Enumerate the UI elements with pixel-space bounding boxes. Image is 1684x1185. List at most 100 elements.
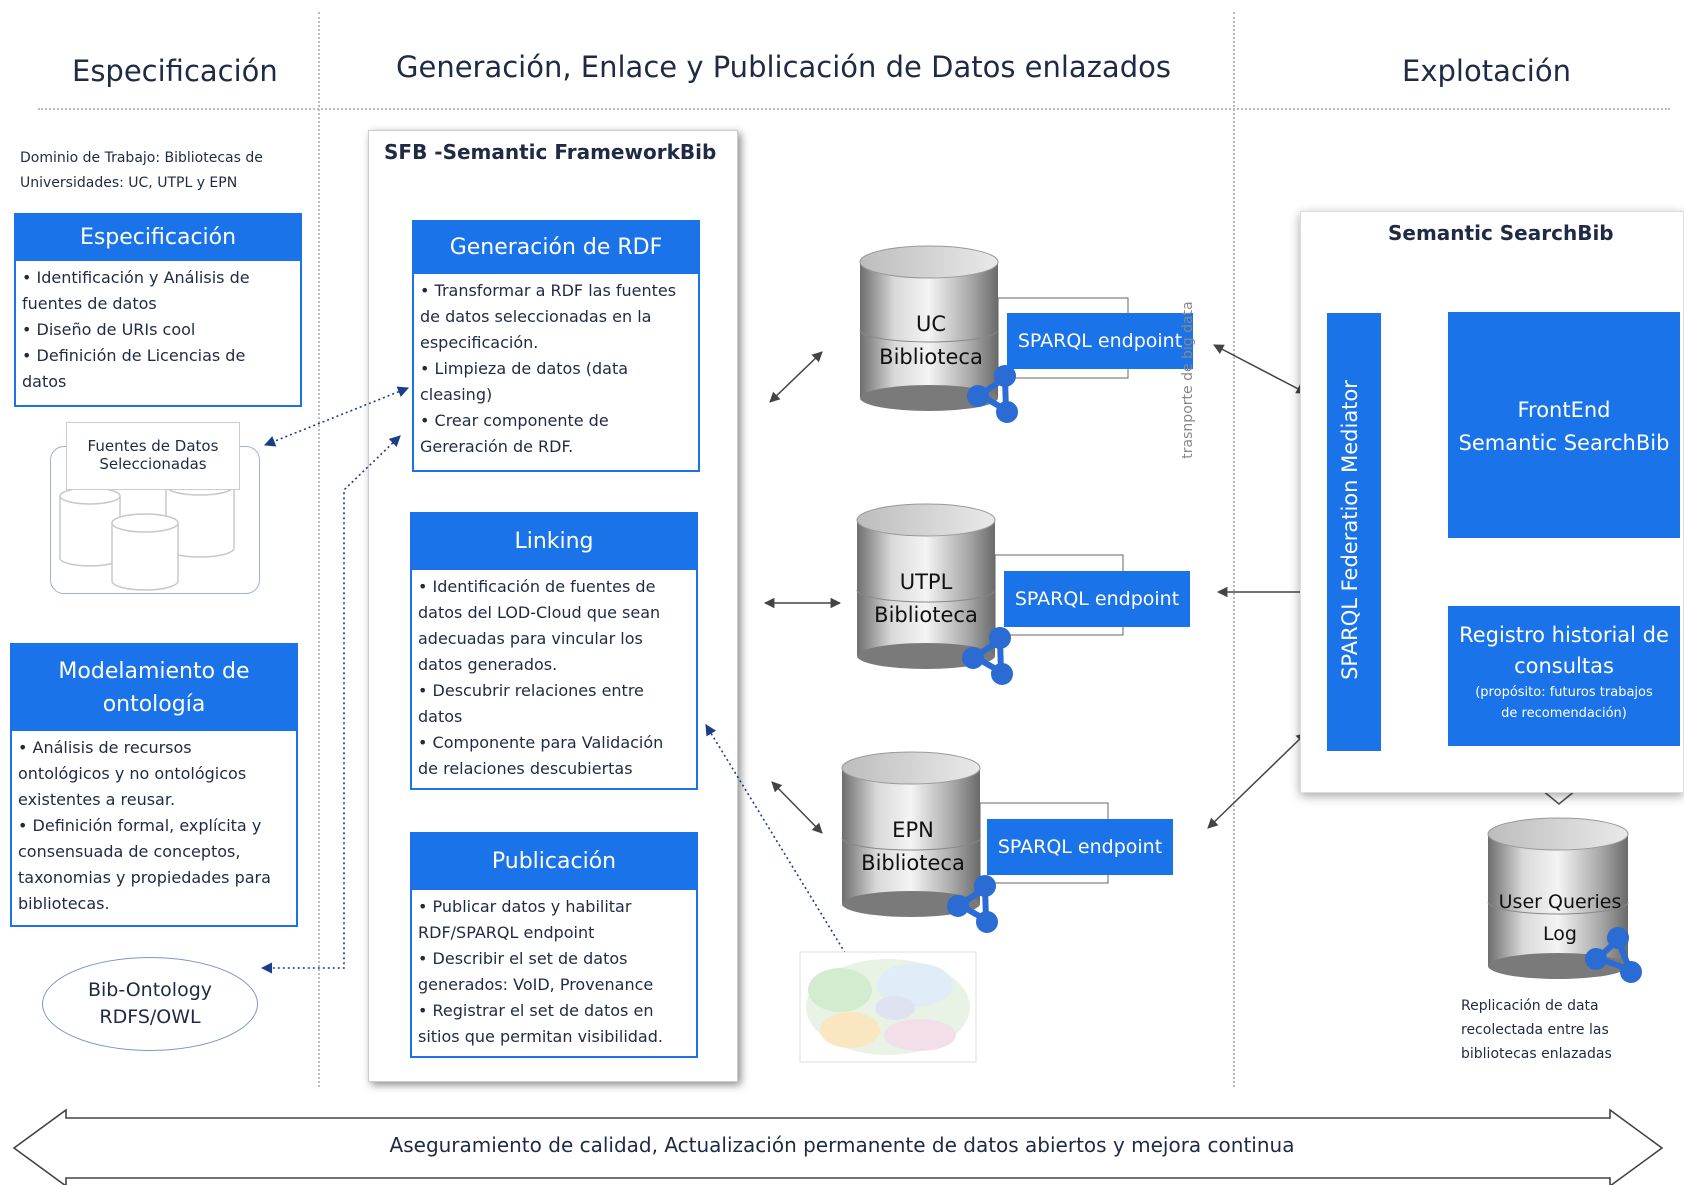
dominio-line1: Dominio de Trabajo: Bibliotecas de xyxy=(20,150,263,166)
lod-cloud-image xyxy=(799,951,977,1063)
list-item: • Componente para Validación xyxy=(418,733,664,752)
list-item: generados: VoID, Provenance xyxy=(418,975,654,994)
list-item: • Definición formal, explícita y xyxy=(18,816,262,835)
list-item: consensuada de conceptos, xyxy=(18,842,241,861)
fuentes-label: Fuentes de Datos Seleccionadas xyxy=(66,422,240,490)
registro-line1: Registro historial de xyxy=(1459,623,1669,647)
rdf-box-title: Generación de RDF xyxy=(414,222,698,274)
utpl-line2: Biblioteca xyxy=(874,603,978,627)
ssb-title: Semantic SearchBib xyxy=(1388,221,1614,245)
log-label: User Queries Log xyxy=(1490,886,1630,950)
modelamiento-box: Modelamiento de ontología • Análisis de … xyxy=(10,643,298,927)
log-line2: Log xyxy=(1543,923,1577,945)
replicacion-line3: bibliotecas enlazadas xyxy=(1461,1046,1612,1062)
registro-line2: consultas xyxy=(1514,654,1614,678)
list-item: especificación. xyxy=(420,333,539,352)
registro-line4: de recomendación) xyxy=(1501,706,1627,721)
dominio-text: Dominio de Trabajo: Bibliotecas de Unive… xyxy=(20,146,263,196)
sfb-title: SFB -Semantic FrameworkBib xyxy=(384,140,717,164)
linking-box-items: • Identificación de fuentes de datos del… xyxy=(412,570,696,786)
divider-header xyxy=(38,108,1670,110)
log-line1: User Queries xyxy=(1498,891,1622,913)
rdf-icon xyxy=(967,365,1018,423)
epn-line2: Biblioteca xyxy=(861,851,965,875)
list-item: fuentes de datos xyxy=(22,294,157,313)
uc-label: UC Biblioteca xyxy=(856,308,1006,374)
utpl-database-icon xyxy=(856,503,1124,669)
divider-right xyxy=(1233,12,1235,1087)
header-generacion: Generación, Enlace y Publicación de Dato… xyxy=(396,50,1171,84)
list-item: adecuadas para vincular los xyxy=(418,629,643,648)
publicacion-box: Publicación • Publicar datos y habilitar… xyxy=(410,832,698,1058)
fuentes-cylinders xyxy=(59,476,235,591)
modelamiento-box-title: Modelamiento de ontología xyxy=(12,645,296,731)
list-item: • Limpieza de datos (data xyxy=(420,359,629,378)
rdf-icon xyxy=(947,875,998,933)
list-item: • Definición de Licencias de xyxy=(22,346,246,365)
list-item: ontológicos y no ontológicos xyxy=(18,764,247,783)
list-item: existentes a reusar. xyxy=(18,790,176,809)
list-item: datos xyxy=(22,372,67,391)
modelamiento-title-line2: ontología xyxy=(102,692,206,717)
utpl-line1: UTPL xyxy=(899,570,953,594)
list-item: • Transformar a RDF las fuentes xyxy=(420,281,677,300)
modelamiento-title-line1: Modelamiento de xyxy=(58,659,250,684)
utpl-sparql-endpoint[interactable]: SPARQL endpoint xyxy=(1004,571,1190,627)
list-item: • Descubrir relaciones entre xyxy=(418,681,644,700)
modelamiento-box-items: • Análisis de recursos ontológicos y no … xyxy=(12,731,296,921)
list-item: • Registrar el set de datos en xyxy=(418,1001,654,1020)
uc-database-icon xyxy=(859,245,1129,411)
bottom-double-arrow xyxy=(12,1108,1664,1185)
list-item: cleasing) xyxy=(420,385,493,404)
list-item: datos del LOD-Cloud que sean xyxy=(418,603,661,622)
especificacion-box-title: Especificación xyxy=(16,215,300,261)
epn-database-icon xyxy=(841,751,1109,917)
list-item: de relaciones descubiertas xyxy=(418,759,633,778)
list-item: de datos seleccionadas en la xyxy=(420,307,652,326)
epn-sparql-endpoint[interactable]: SPARQL endpoint xyxy=(987,819,1173,875)
replicacion-text: Replicación de data recolectada entre la… xyxy=(1461,994,1612,1066)
uc-line1: UC xyxy=(915,312,947,336)
fuentes-line1: Fuentes de Datos xyxy=(87,437,219,455)
list-item: • Identificación de fuentes de xyxy=(418,577,656,596)
list-item: datos generados. xyxy=(418,655,558,674)
especificacion-box: Especificación • Identificación y Anális… xyxy=(14,213,302,407)
transport-label: trasnporte de big data xyxy=(1180,301,1196,459)
list-item: • Análisis de recursos xyxy=(18,738,192,757)
frontend-line2: Semantic SearchBib xyxy=(1458,431,1670,455)
epn-label: EPN Biblioteca xyxy=(838,814,988,880)
bib-ontology-line2: RDFS/OWL xyxy=(99,1006,201,1028)
bib-ontology-ellipse: Bib-Ontology RDFS/OWL xyxy=(42,957,258,1051)
uc-line2: Biblioteca xyxy=(879,345,983,369)
publicacion-box-items: • Publicar datos y habilitar RDF/SPARQL … xyxy=(412,890,696,1054)
epn-line1: EPN xyxy=(892,818,934,842)
list-item: RDF/SPARQL endpoint xyxy=(418,923,595,942)
linking-box-title: Linking xyxy=(412,514,696,570)
list-item: • Publicar datos y habilitar xyxy=(418,897,632,916)
replicacion-line1: Replicación de data xyxy=(1461,998,1599,1014)
frontend-line1: FrontEnd xyxy=(1517,398,1611,422)
federation-mediator[interactable] xyxy=(1327,313,1381,751)
user-queries-database-icon xyxy=(1487,817,1629,979)
header-explotacion: Explotación xyxy=(1402,54,1571,88)
uc-sparql-endpoint[interactable]: SPARQL endpoint xyxy=(1007,313,1193,369)
utpl-label: UTPL Biblioteca xyxy=(851,566,1001,632)
registro-line3: (propósito: futuros trabajos xyxy=(1475,685,1653,700)
list-item: taxonomias y propiedades para xyxy=(18,868,271,887)
frontend-box[interactable]: FrontEnd Semantic SearchBib xyxy=(1448,312,1680,538)
especificacion-box-items: • Identificación y Análisis de fuentes d… xyxy=(16,261,300,399)
linking-box: Linking • Identificación de fuentes de d… xyxy=(410,512,698,790)
fuentes-line2: Seleccionadas xyxy=(99,455,207,473)
bottom-label: Aseguramiento de calidad, Actualización … xyxy=(389,1133,1295,1157)
rdf-icon xyxy=(1585,927,1642,983)
registro-box[interactable]: Registro historial de consultas (propósi… xyxy=(1448,606,1680,746)
replicacion-line2: recolectada entre las xyxy=(1461,1022,1609,1038)
list-item: • Crear componente de xyxy=(420,411,609,430)
list-item: • Describir el set de datos xyxy=(418,949,628,968)
list-item: Gereración de RDF. xyxy=(420,437,574,456)
federation-mediator-label: SPARQL Federation Mediator xyxy=(1338,380,1362,680)
publicacion-box-title: Publicación xyxy=(412,834,696,890)
list-item: datos xyxy=(418,707,463,726)
dominio-line2: Universidades: UC, UTPL y EPN xyxy=(20,175,238,191)
